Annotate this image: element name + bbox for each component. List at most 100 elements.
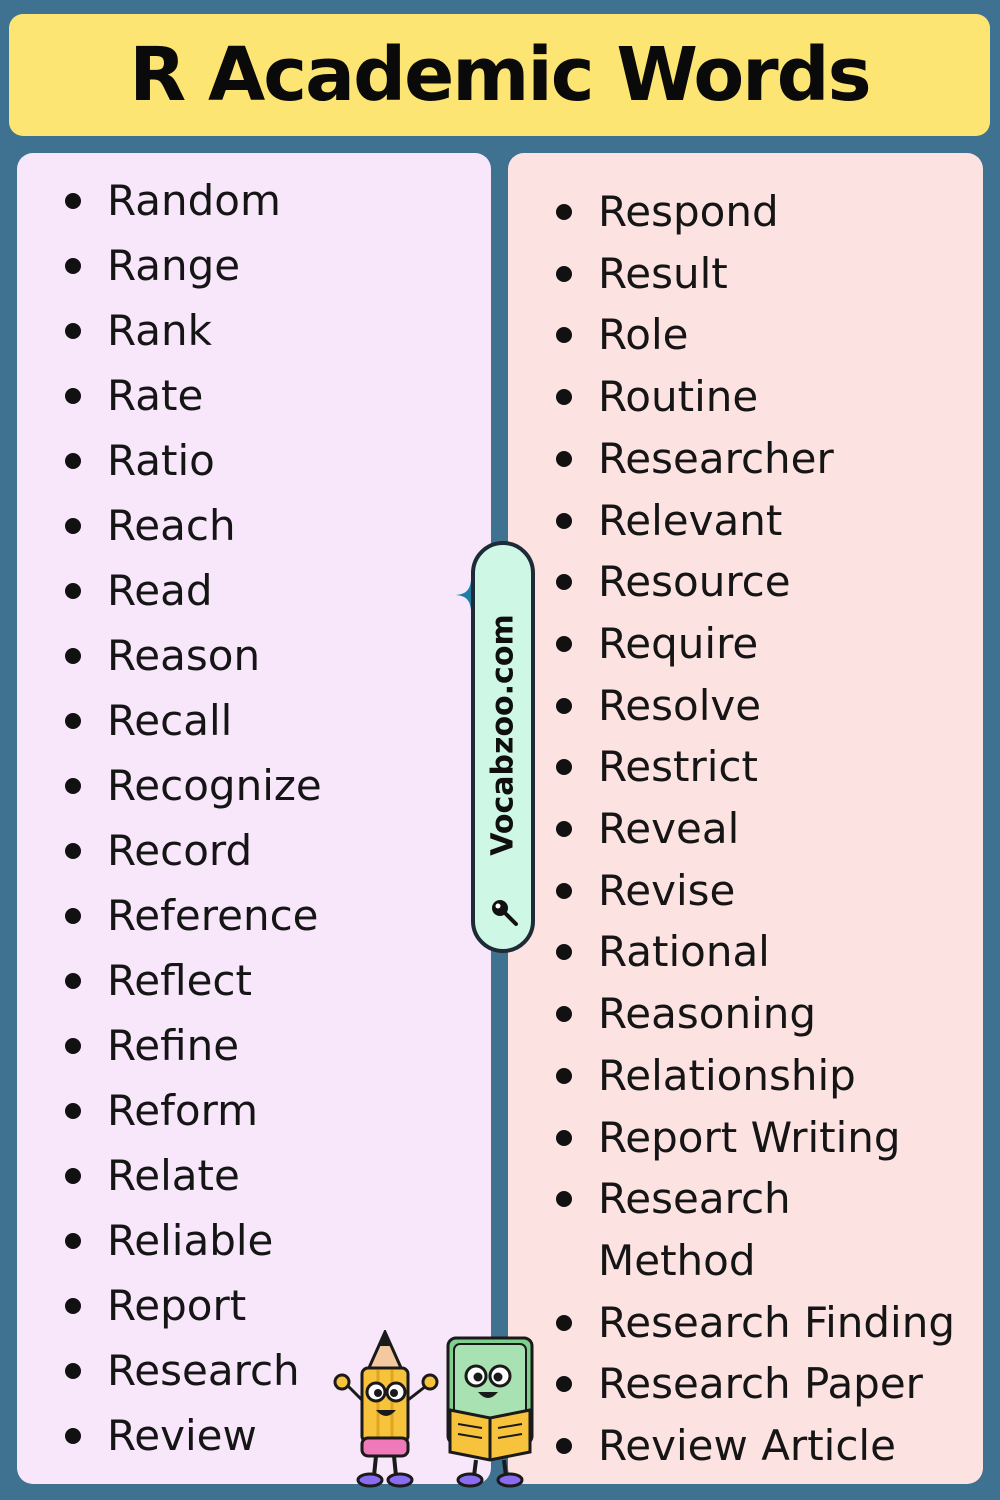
word-label: Ratio: [107, 436, 215, 485]
list-item: Resolve: [556, 675, 955, 737]
bullet-icon: [556, 944, 572, 961]
bullet-icon: [556, 204, 572, 220]
list-item: Result: [556, 243, 955, 305]
word-label: Range: [107, 241, 241, 290]
left-word-list: Random Range Rank Rate Ratio Reach Read …: [65, 173, 322, 1473]
watermark-text: Vocabzoo.com: [485, 614, 521, 856]
bullet-icon: [65, 583, 81, 599]
list-item: Reasoning: [556, 983, 955, 1045]
list-item: Review Article: [556, 1415, 955, 1477]
list-item: Reference: [65, 888, 322, 953]
word-label: Random: [107, 176, 281, 225]
list-item: Revise: [556, 860, 955, 922]
word-label: Reasoning: [598, 989, 817, 1039]
list-item: Relate: [65, 1148, 322, 1213]
word-label: Reveal: [598, 804, 740, 854]
bullet-icon: [65, 778, 81, 794]
book-mascot-icon: [446, 1336, 534, 1488]
bullet-icon: [556, 265, 572, 282]
bullet-icon: [556, 327, 572, 344]
bullet-icon: [556, 1376, 572, 1393]
bullet-icon: [65, 388, 81, 404]
list-item: Relevant: [556, 490, 955, 552]
bullet-icon: [65, 193, 81, 209]
bullet-icon: [556, 574, 572, 591]
bullet-icon: [65, 258, 81, 274]
word-label: Rational: [598, 927, 770, 977]
bullet-icon: [65, 1428, 81, 1444]
word-label: Researcher: [598, 433, 834, 483]
list-item: Resource: [556, 551, 955, 613]
word-label: Review: [107, 1411, 257, 1460]
list-item: Reflect: [65, 953, 322, 1018]
list-item: Ratio: [65, 433, 322, 498]
word-label: Rank: [107, 306, 212, 355]
word-label: Recall: [107, 696, 233, 745]
word-label: Relevant: [598, 495, 783, 545]
bullet-icon: [65, 323, 81, 339]
word-label: Reform: [107, 1086, 259, 1135]
bullet-icon: [65, 713, 81, 729]
list-item: Research Method: [556, 1168, 938, 1291]
list-item: Report: [65, 1278, 322, 1343]
right-word-panel: Respond Result Role Routine Researcher R…: [508, 153, 983, 1484]
word-label: Research: [107, 1346, 300, 1395]
word-label: Research Method: [598, 1174, 791, 1285]
word-label: Relationship: [598, 1050, 856, 1100]
word-label: Read: [107, 566, 213, 615]
word-label: Report Writing: [598, 1112, 901, 1162]
bullet-icon: [556, 1314, 572, 1331]
bullet-icon: [65, 648, 81, 664]
list-item: Rate: [65, 368, 322, 433]
list-item: Report Writing: [556, 1107, 955, 1169]
watermark-pill: Vocabzoo.com: [471, 541, 535, 953]
bullet-icon: [65, 453, 81, 469]
list-item: Research Finding: [556, 1292, 955, 1354]
word-label: Role: [598, 310, 689, 360]
word-label: Reflect: [107, 956, 252, 1005]
word-label: Research Finding: [598, 1297, 955, 1347]
right-word-list: Respond Result Role Routine Researcher R…: [556, 181, 955, 1477]
bullet-icon: [65, 843, 81, 859]
list-item: Review: [65, 1408, 322, 1473]
bullet-icon: [556, 635, 572, 652]
list-item: Restrict: [556, 736, 955, 798]
list-item: Refine: [65, 1018, 322, 1083]
word-label: Resource: [598, 557, 791, 607]
word-label: Revise: [598, 865, 736, 915]
list-item: Range: [65, 238, 322, 303]
list-item: Reach: [65, 498, 322, 563]
bullet-icon: [65, 1298, 81, 1314]
bullet-icon: [556, 821, 572, 838]
left-word-panel: Random Range Rank Rate Ratio Reach Read …: [17, 153, 491, 1484]
word-label: Recognize: [107, 761, 322, 810]
list-item: Routine: [556, 366, 955, 428]
search-icon: [492, 900, 518, 926]
word-label: Routine: [598, 372, 759, 422]
word-label: Reliable: [107, 1216, 274, 1265]
list-item: Recall: [65, 693, 322, 758]
list-item: Reveal: [556, 798, 955, 860]
bullet-icon: [65, 518, 81, 534]
bullet-icon: [556, 389, 572, 406]
list-item: Reliable: [65, 1213, 322, 1278]
word-label: Restrict: [598, 742, 758, 792]
list-item: Rational: [556, 921, 955, 983]
list-item: Research Paper: [556, 1353, 955, 1415]
word-label: Review Article: [598, 1421, 896, 1471]
word-label: Respond: [598, 187, 779, 236]
bullet-icon: [556, 1438, 572, 1455]
bullet-icon: [556, 759, 572, 776]
word-label: Result: [598, 248, 728, 298]
list-item: Record: [65, 823, 322, 888]
word-label: Require: [598, 618, 759, 668]
page-title: R Academic Words: [129, 32, 871, 118]
bullet-icon: [65, 1233, 81, 1249]
word-label: Relate: [107, 1151, 240, 1200]
bullet-icon: [556, 882, 572, 899]
bullet-icon: [556, 1129, 572, 1146]
word-label: Reason: [107, 631, 261, 680]
title-banner: R Academic Words: [9, 14, 990, 136]
bullet-icon: [556, 450, 572, 467]
list-item: Role: [556, 304, 955, 366]
